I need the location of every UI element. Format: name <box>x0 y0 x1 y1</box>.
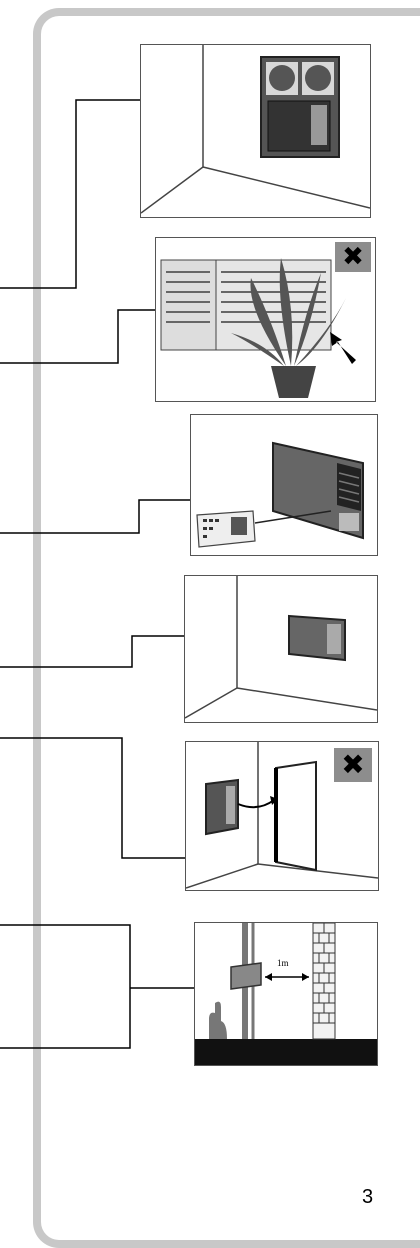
clearance-dimension-label: 1m <box>277 958 289 968</box>
illustration-unit-clearance-from-wall: 1m <box>194 922 378 1066</box>
x-mark-icon: ✖ <box>334 748 372 782</box>
illustration-window-unit-room <box>140 44 371 218</box>
illustration-plant-blocking-unit: ✖ <box>155 237 376 402</box>
illustration-unit-near-door: ✖ <box>185 741 379 891</box>
page-number: 3 <box>362 1186 374 1208</box>
leader-lines <box>0 99 194 1049</box>
x-mark-icon: ✖ <box>335 242 371 272</box>
illustration-unit-on-wall <box>184 575 378 723</box>
illustration-unit-remote-control <box>190 414 378 556</box>
